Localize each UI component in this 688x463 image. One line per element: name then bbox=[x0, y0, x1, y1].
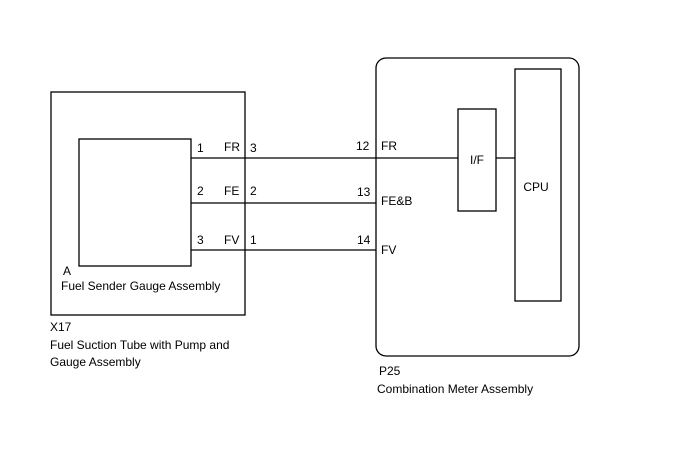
connector-pin-number: 1 bbox=[250, 233, 257, 247]
inner-pin-label: FV bbox=[224, 233, 239, 247]
wire-fe: 2 FE 2 13 FE&B bbox=[191, 184, 412, 208]
left-assembly-name-line1: Fuel Suction Tube with Pump and bbox=[50, 338, 229, 352]
cpu-block bbox=[514, 68, 562, 302]
inner-pin-number: 3 bbox=[197, 233, 204, 247]
fuel-sender-gauge-code: A bbox=[63, 264, 71, 278]
inner-pin-number: 2 bbox=[197, 184, 204, 198]
meter-pin-number: 12 bbox=[356, 139, 370, 153]
inner-pin-label: FR bbox=[224, 140, 240, 154]
fuel-sender-gauge-name: Fuel Sender Gauge Assembly bbox=[61, 279, 220, 293]
fuel-sender-gauge-box bbox=[78, 138, 192, 267]
connector-pin-number: 3 bbox=[250, 141, 257, 155]
interface-block bbox=[457, 108, 497, 212]
meter-pin-number: 13 bbox=[357, 185, 371, 199]
meter-pin-number: 14 bbox=[357, 233, 371, 247]
meter-pin-label: FR bbox=[381, 139, 397, 153]
right-assembly-name: Combination Meter Assembly bbox=[377, 382, 533, 396]
interface-label: I/F bbox=[470, 153, 484, 167]
left-assembly-code: X17 bbox=[50, 320, 72, 334]
inner-pin-label: FE bbox=[224, 184, 239, 198]
left-assembly-name-line2: Gauge Assembly bbox=[50, 355, 141, 369]
meter-pin-label: FV bbox=[381, 243, 396, 257]
combination-meter-box bbox=[375, 57, 580, 357]
inner-pin-number: 1 bbox=[197, 141, 204, 155]
right-assembly-code: P25 bbox=[379, 364, 401, 378]
meter-pin-label: FE&B bbox=[381, 194, 412, 208]
cpu-label: CPU bbox=[523, 180, 548, 194]
connector-pin-number: 2 bbox=[250, 184, 257, 198]
wire-fr: 1 FR 3 12 FR bbox=[191, 139, 458, 159]
wire-fv: 3 FV 1 14 FV bbox=[191, 233, 396, 257]
